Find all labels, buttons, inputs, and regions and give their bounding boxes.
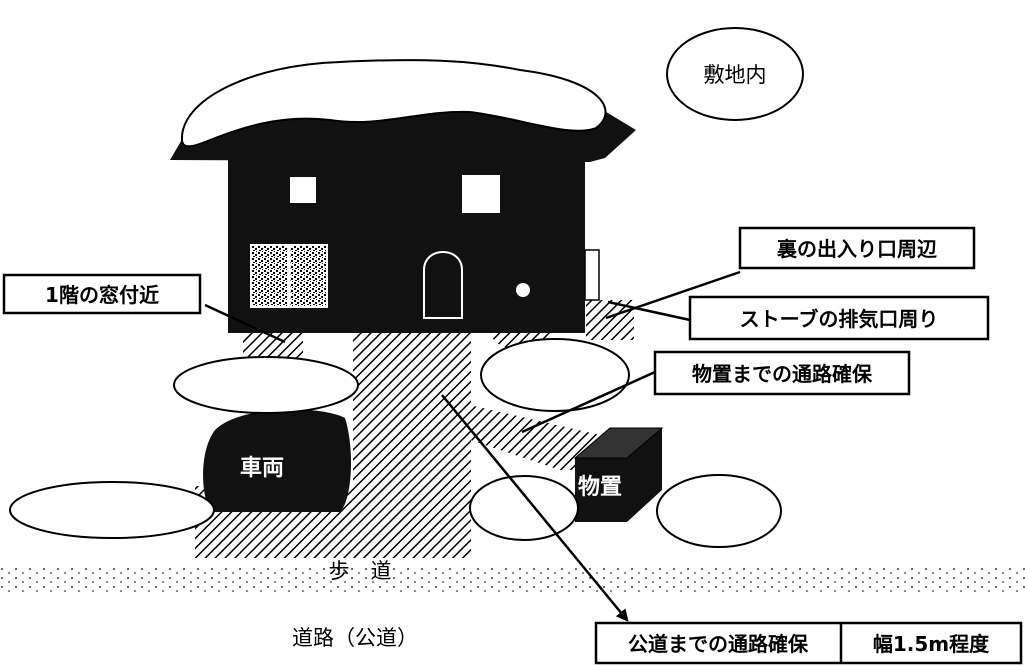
stove-exhaust-vent bbox=[516, 283, 530, 297]
house bbox=[170, 59, 636, 333]
callout-window-text: 1階の窓付近 bbox=[45, 283, 159, 307]
site-label-bubble: 敷地内 bbox=[666, 27, 804, 121]
callout-stove-text: ストーブの排気口周り bbox=[740, 307, 939, 331]
callout-storage-path: 物置までの通路確保 bbox=[653, 350, 911, 396]
roof-snow bbox=[180, 59, 607, 148]
snow-pile bbox=[469, 475, 579, 541]
storage-label: 物置 bbox=[578, 474, 622, 500]
cleared-area-main-path bbox=[353, 322, 471, 558]
upper-window-left bbox=[290, 177, 316, 203]
callout-public-road-text: 公道までの通路確保 bbox=[628, 632, 809, 656]
front-door bbox=[423, 251, 463, 319]
callout-back-door: 裏の出入り口周辺 bbox=[738, 226, 976, 270]
callout-window: 1階の窓付近 bbox=[2, 273, 202, 315]
snow-pile bbox=[173, 356, 359, 414]
back-door bbox=[584, 249, 600, 301]
upper-window-right bbox=[462, 175, 500, 213]
callout-back-door-text: 裏の出入り口周辺 bbox=[776, 237, 937, 261]
car-label: 車両 bbox=[240, 456, 284, 481]
callout-storage-path-text: 物置までの通路確保 bbox=[692, 362, 873, 386]
sidewalk-label: 歩 道 bbox=[329, 559, 392, 583]
site-label: 敷地内 bbox=[704, 63, 767, 87]
storage-shed: 物置 bbox=[573, 427, 664, 522]
sidewalk-band bbox=[0, 565, 1025, 595]
snow-pile bbox=[656, 474, 782, 548]
snow-piles bbox=[9, 338, 782, 548]
cleared-area-storage-path bbox=[470, 405, 610, 470]
snow-pile bbox=[9, 481, 215, 539]
leader-lines bbox=[204, 270, 741, 622]
snow-pile bbox=[480, 338, 630, 412]
car: 車両 bbox=[203, 409, 352, 512]
callout-public-road: 公道までの通路確保 幅1.5m程度 bbox=[594, 621, 1023, 665]
callout-stove: ストーブの排気口周り bbox=[688, 295, 990, 341]
callout-path-width-text: 幅1.5m程度 bbox=[873, 632, 990, 656]
road-label: 道路（公道） bbox=[292, 626, 418, 650]
